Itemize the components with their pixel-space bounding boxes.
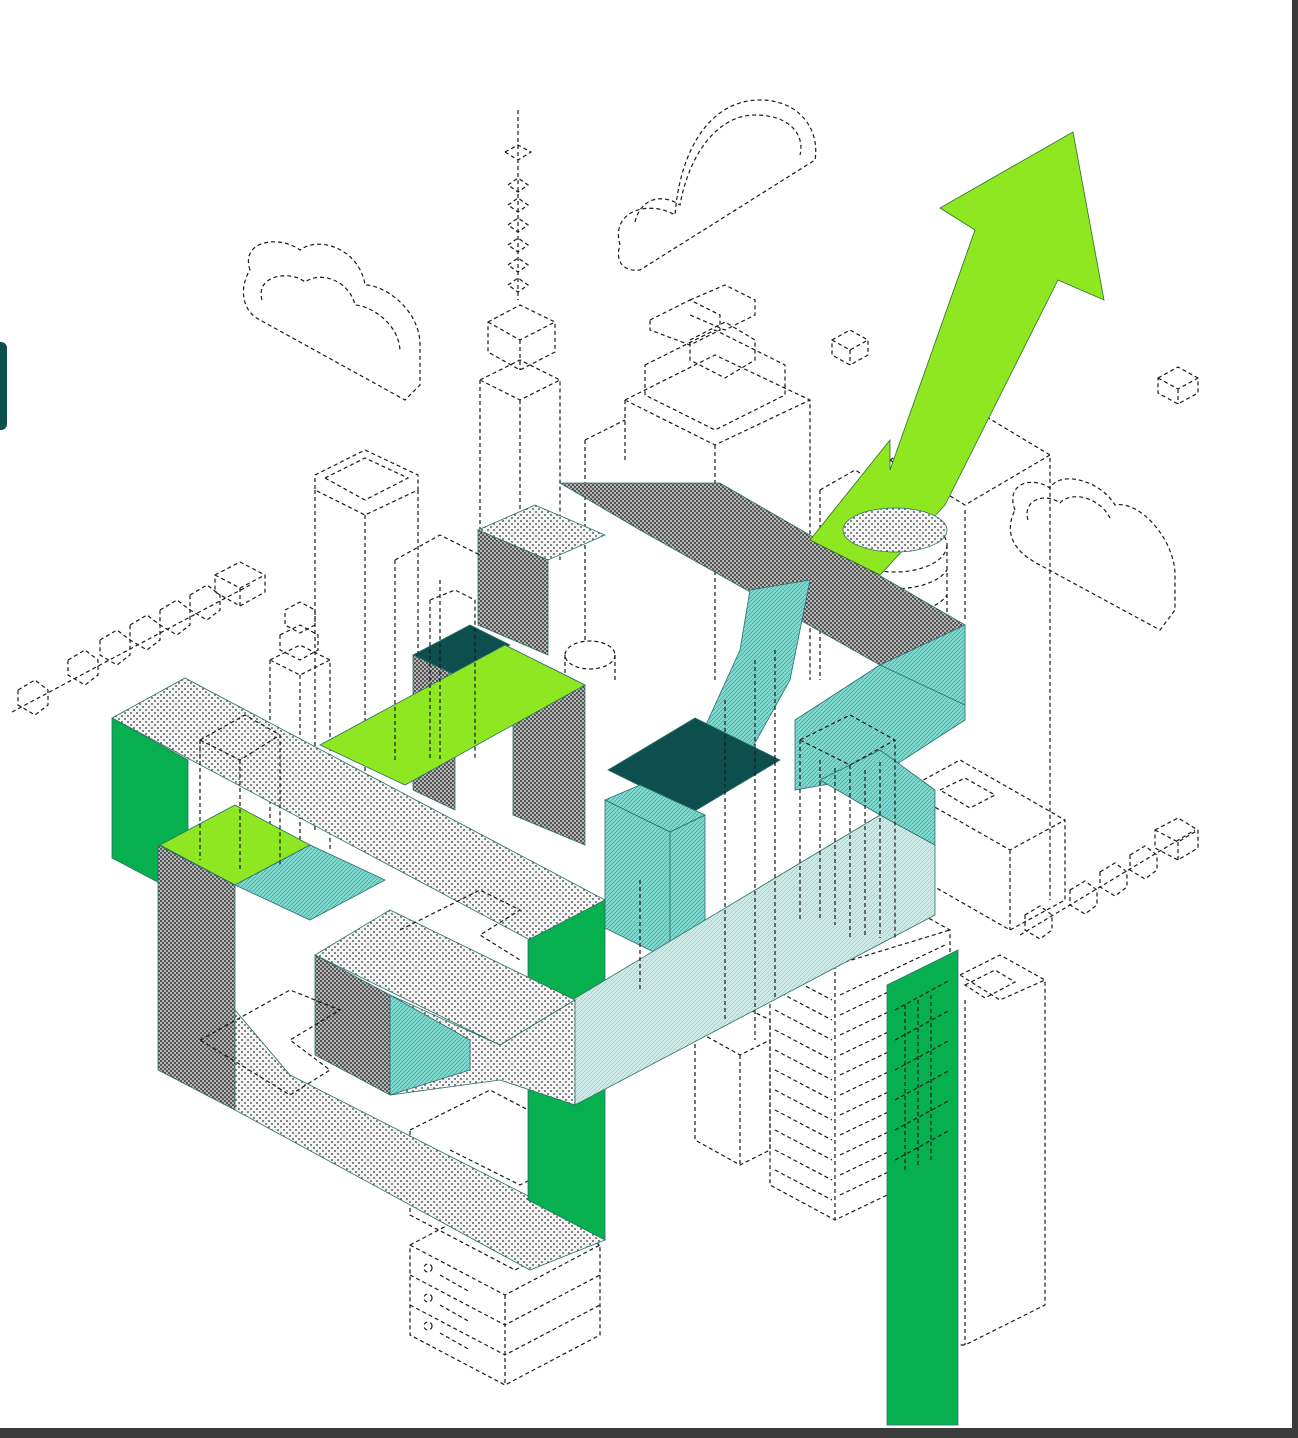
ribbon-teal-floor [234,844,386,921]
camera-cylinder [564,640,616,680]
grid-overlay [894,979,951,1170]
block-teal-mid [604,784,706,961]
ribbon-gray-pillar [157,844,236,1111]
frame-bottom [0,1428,1298,1438]
block-front-dotted [314,909,576,1106]
cloud-icon [1009,478,1176,631]
cube-icon [831,329,869,366]
cloud-icon [617,99,817,271]
building-lower-right [904,759,1066,1346]
tower-icon [479,110,561,560]
cloud-icon [242,241,421,401]
skyscraper-center [584,284,811,680]
chain-right [1019,817,1199,940]
cube-icon [1157,366,1199,405]
up-arrow-icon [809,131,1105,576]
ribbon-bright-green [319,644,586,786]
frame-right [1292,0,1298,1438]
overlay-building-lines [198,534,896,1096]
ribbon-green-tall [886,949,959,1426]
left-edge-accent [0,342,7,430]
database-icon [842,507,948,553]
chain-left [11,561,266,716]
